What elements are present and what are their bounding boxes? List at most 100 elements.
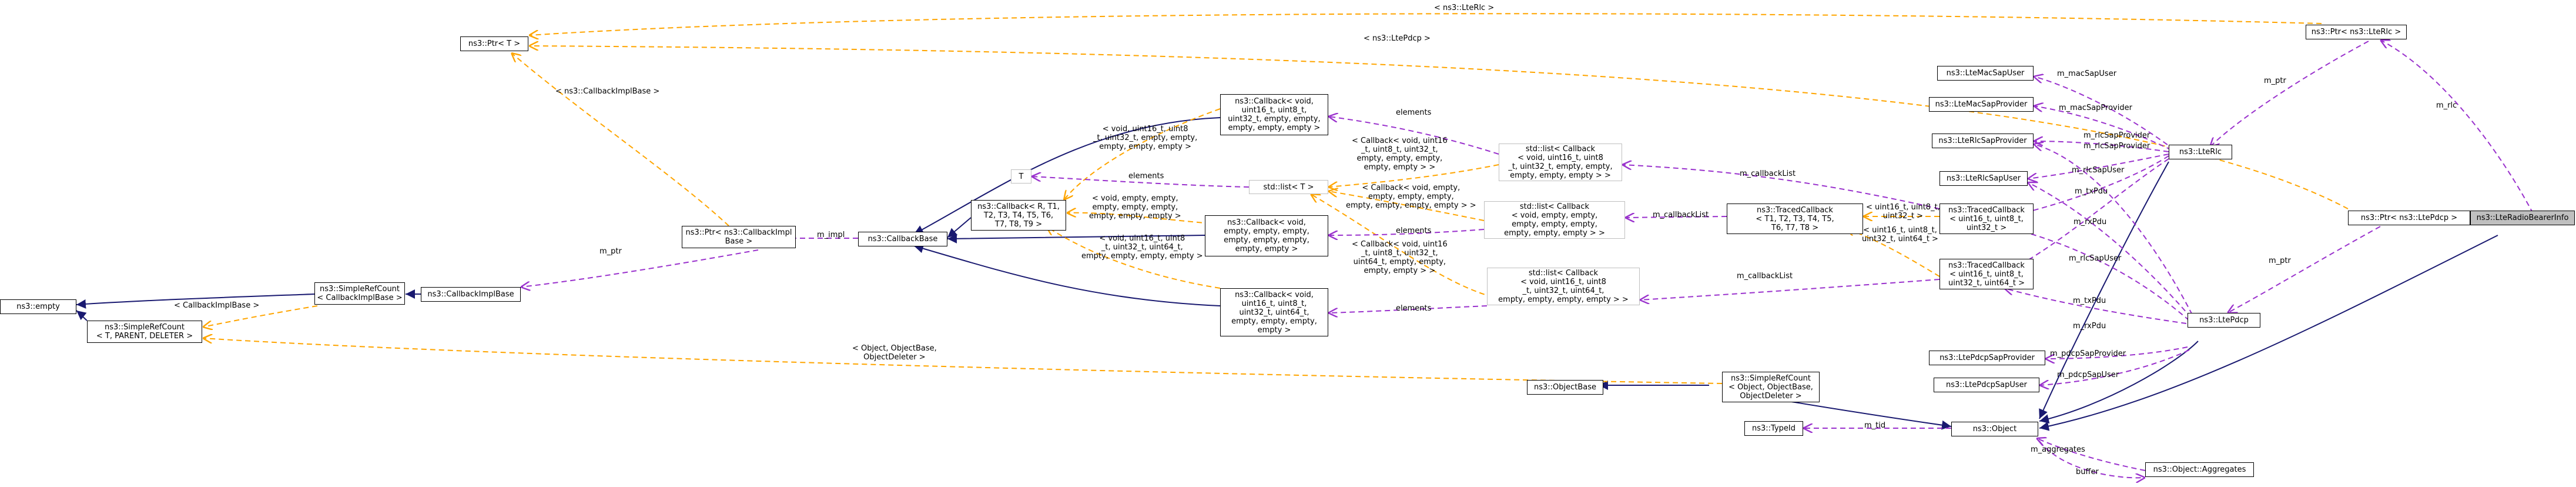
edge-label-m-txpdu-pdcp: m_txPdu	[2073, 296, 2106, 305]
edge-t-stdlist	[1031, 176, 1250, 188]
edge-pdcp-ptrt	[529, 46, 2349, 209]
edge-label-m-rlc: m_rlc	[2436, 101, 2457, 110]
edge-ptrrlc-rlc	[2210, 41, 2369, 147]
edge-label-cib-tpl: < ns3::CallbackImplBase >	[555, 87, 660, 96]
class-node-t-template[interactable]: T	[1011, 169, 1031, 184]
class-node-callbackbase[interactable]: ns3::CallbackBase	[858, 232, 947, 246]
edge-label-m-tid: m_tid	[1864, 421, 1886, 430]
edge-ptrcib-cib	[521, 249, 759, 287]
edge-tc2-pdcp	[2004, 288, 2187, 324]
edge-label-m-rxpdu-rlc: m_rxPdu	[2073, 218, 2107, 226]
class-node-ltercl-sapprovider[interactable]: ns3::LteRlcSapProvider	[1932, 134, 2034, 148]
class-node-callback-u16-u8-u32-u64[interactable]: ns3::Callback< void, uint16_t, uint8_t, …	[1220, 288, 1328, 336]
class-node-ptr-ltepdcp[interactable]: ns3::Ptr< ns3::LtePdcp >	[2348, 211, 2470, 225]
class-node-callback-tpl[interactable]: ns3::Callback< R, T1, T2, T3, T4, T5, T6…	[971, 200, 1066, 231]
edge-label-m-pdcpsapprovider: m_pdcpSapProvider	[2050, 349, 2126, 358]
edge-rlcprov-rlc	[2034, 141, 2169, 152]
edge-label-elements-1: elements	[1396, 108, 1432, 117]
edge-aggregates-object	[2039, 441, 2145, 478]
class-node-empty[interactable]: ns3::empty	[0, 299, 76, 314]
edge-label-m-aggregates: m_aggregates	[2031, 445, 2085, 454]
edge-srccib-srct	[203, 305, 318, 327]
edge-label-tpl-cb3: < void, uint16_t, uint8 _t, uint32_t, ui…	[1081, 234, 1203, 261]
class-node-simplerefcount-tpl[interactable]: ns3::SimpleRefCount < T, PARENT, DELETER…	[87, 321, 202, 343]
edge-label-elements-4: elements	[1396, 304, 1432, 313]
class-node-lterlc[interactable]: ns3::LteRlc	[2169, 145, 2232, 159]
edge-label-tpl-list2: < Callback< void, empty, empty, empty, e…	[1346, 184, 1476, 210]
edge-label-m-impl: m_impl	[817, 231, 845, 239]
class-node-list-callback-2[interactable]: std::list< Callback < void, empty, empty…	[1484, 201, 1625, 239]
edge-macprov-rlc	[2034, 106, 2172, 151]
edge-cb1-callbackr	[1064, 108, 1221, 200]
class-node-simplerefcount-cib[interactable]: ns3::SimpleRefCount < CallbackImplBase >	[314, 282, 405, 305]
edge-label-tpl-tc1: < uint16_t, uint8_t, uint32_t >	[1866, 203, 1940, 221]
class-node-tracedcallback-tpl[interactable]: ns3::TracedCallback < T1, T2, T3, T4, T5…	[1727, 204, 1863, 234]
edge-object-aggregates	[2036, 438, 2146, 471]
edge-list3-stdlist	[1311, 194, 1493, 298]
class-node-typeid[interactable]: ns3::TypeId	[1744, 421, 1803, 436]
edge-label-elements-3: elements	[1396, 226, 1432, 235]
class-node-callback-u16-u8-u32[interactable]: ns3::Callback< void, uint16_t, uint8_t, …	[1220, 94, 1328, 135]
class-node-tracedcallback-1[interactable]: ns3::TracedCallback < uint16_t, uint8_t,…	[1939, 204, 2034, 234]
edge-ptrpdcp-pdcp	[2227, 226, 2381, 313]
class-node-ltepdcpsapprovider[interactable]: ns3::LtePdcpSapProvider	[1929, 351, 2045, 365]
edge-list3-tc2	[1640, 279, 1940, 300]
edge-callbackr-cb	[947, 217, 972, 238]
edge-list1-tc1	[1622, 165, 1940, 209]
edge-rlc-object	[2039, 161, 2169, 419]
edge-ptrcib-ptrt	[511, 53, 729, 226]
edge-cb1-cb	[913, 117, 1221, 235]
edge-label-tpl-tc2: < uint16_t, uint8_t, uint32_t, uint64_t …	[1862, 226, 1938, 243]
edge-rbi-object	[2039, 235, 2498, 431]
class-node-ltemacsapprovider[interactable]: ns3::LteMacSapProvider	[1929, 97, 2034, 112]
class-node-ltemacsapuser[interactable]: ns3::LteMacSapUser	[1937, 66, 2034, 81]
edge-label-m-rlcsapuser: m_rlcSapUser	[2072, 166, 2125, 175]
class-node-ltepdcpsapuser[interactable]: ns3::LtePdcpSapUser	[1934, 378, 2039, 392]
edge-pdcpuser-pdcp	[2039, 349, 2190, 385]
class-node-objectbase[interactable]: ns3::ObjectBase	[1527, 380, 1603, 395]
edge-tc1-pdcp	[2004, 226, 2190, 321]
edge-label-m-rlcsapprovider-2: m_rlcSapProvider	[2083, 142, 2150, 151]
class-node-stdlist-t[interactable]: std::list< T >	[1249, 180, 1328, 194]
edge-cb3-cb	[913, 243, 1221, 306]
edge-rlcuser-pdcp	[2028, 182, 2192, 318]
edge-rlc-ptrt	[529, 13, 2322, 35]
class-node-simplerefcount-object[interactable]: ns3::SimpleRefCount < Object, ObjectBase…	[1722, 372, 1820, 402]
class-node-lteradiobearerinfo[interactable]: ns3::LteRadioBearerInfo	[2470, 211, 2575, 225]
edge-cb2-cb	[947, 234, 1205, 243]
edge-srccib-empty	[76, 293, 315, 309]
class-node-lterlcsapuser[interactable]: ns3::LteRlcSapUser	[1939, 171, 2028, 186]
class-node-list-callback-1[interactable]: std::list< Callback < void, uint16_t, ui…	[1499, 144, 1622, 181]
edge-label-m-ptr-pdcp: m_ptr	[2269, 256, 2291, 265]
edge-label-m-macsapuser: m_macSapUser	[2057, 69, 2117, 78]
edge-label-m-callbacklist-3: m_callbackList	[1737, 272, 1793, 281]
edge-label-tpl-list1: < Callback< void, uint16 _t, uint8_t, ui…	[1352, 136, 1448, 172]
edge-list2-stdlist	[1328, 191, 1485, 221]
class-node-ptr-lterlc[interactable]: ns3::Ptr< ns3::LteRlc >	[2306, 25, 2407, 39]
edge-label-cib-tpl-2: < CallbackImplBase >	[174, 301, 260, 310]
edge-list1-stdlist	[1328, 164, 1499, 187]
class-node-object[interactable]: ns3::Object	[1951, 422, 2038, 436]
class-node-list-callback-3[interactable]: std::list< Callback < void, uint16_t, ui…	[1487, 268, 1640, 305]
edge-label-tpl-cb2: < void, empty, empty, empty, empty, empt…	[1089, 194, 1181, 221]
edge-cb3-list3	[1328, 305, 1488, 313]
edge-label-m-rlcsapuser-2: m_rlcSapUser	[2069, 254, 2122, 263]
edge-label-m-pdcpsapuser: m_pdcpSapUser	[2057, 371, 2119, 379]
edge-ptrrlc-rbi	[2380, 40, 2534, 214]
class-node-ltepdcp[interactable]: ns3::LtePdcp	[2188, 313, 2260, 328]
class-node-ptr-callbackimplbase[interactable]: ns3::Ptr< ns3::CallbackImpl Base >	[682, 226, 796, 248]
edge-label-buffer: buffer	[2076, 468, 2099, 476]
edge-cb2-callbackr	[1067, 213, 1211, 224]
edge-label-tpl-object: < Object, ObjectBase, ObjectDeleter >	[852, 344, 937, 362]
edge-label-m-ptr-rlc: m_ptr	[2264, 76, 2286, 85]
class-node-object-aggregates[interactable]: ns3::Object::Aggregates	[2145, 462, 2254, 477]
edge-label-tpl-cb1: < void, uint16_t, uint8 _t, uint32_t, em…	[1093, 125, 1198, 151]
class-node-ptr-t[interactable]: ns3::Ptr< T >	[460, 36, 528, 51]
edge-srcobj-object	[1780, 399, 1952, 430]
class-node-callbackimplbase[interactable]: ns3::CallbackImplBase	[421, 287, 521, 302]
class-node-tracedcallback-2[interactable]: ns3::TracedCallback < uint16_t, uint8_t,…	[1939, 259, 2034, 289]
edge-cb1-list1	[1328, 116, 1499, 155]
class-node-callback-void-empty[interactable]: ns3::Callback< void, empty, empty, empty…	[1205, 215, 1328, 256]
